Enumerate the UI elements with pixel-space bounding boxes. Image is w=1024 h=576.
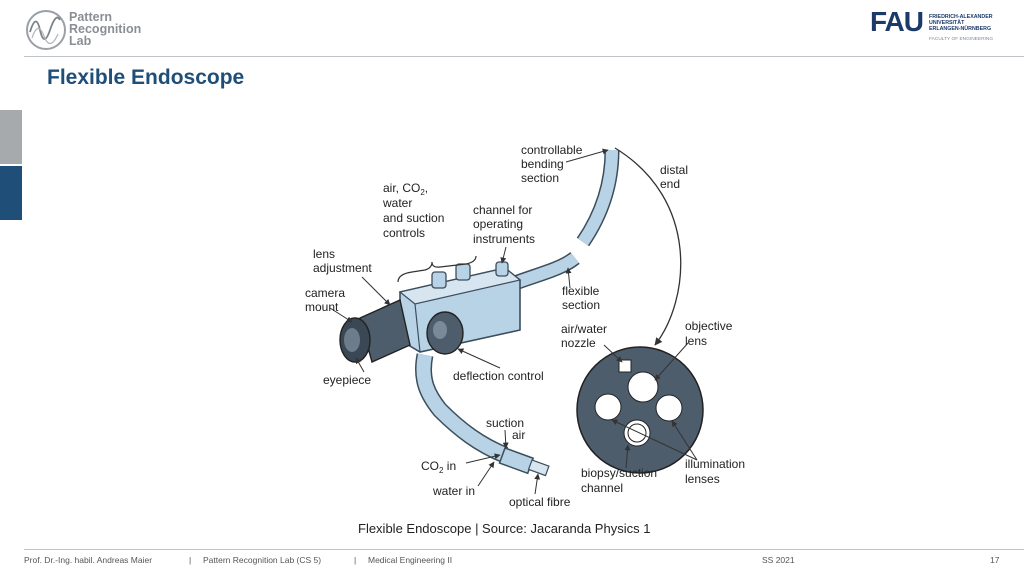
fau-mark: FAU xyxy=(870,6,924,37)
label-optical-fibre: optical fibre xyxy=(509,495,571,509)
label-section: section xyxy=(521,171,559,185)
footer-lab: Pattern Recognition Lab (CS 5) xyxy=(203,555,322,565)
air-water-nozzle-square xyxy=(618,359,632,373)
footer-sep-2: | xyxy=(354,555,357,565)
footer-page-number: 17 xyxy=(990,555,1000,565)
label-biopsy-suction: biopsy/suction xyxy=(581,466,657,480)
label-water-in: water in xyxy=(432,484,475,498)
label-operating: operating xyxy=(473,217,523,231)
prl-line-3: Lab xyxy=(69,34,92,48)
objective-lens-circle xyxy=(627,371,659,403)
label-air-co2: air, CO2, xyxy=(383,181,428,197)
distal-end-arc xyxy=(614,147,682,346)
side-progress-marker-grey xyxy=(0,110,22,164)
label-flexible: flexible xyxy=(562,284,600,298)
label-lenses: lenses xyxy=(685,472,720,486)
eyepiece-camera-mount xyxy=(339,299,411,363)
side-progress-marker-blue xyxy=(0,166,22,220)
prl-line-1: Pattern xyxy=(69,10,113,24)
prl-line-2: Recognition xyxy=(69,22,142,36)
label-mount: mount xyxy=(305,300,339,314)
label-eyepiece: eyepiece xyxy=(323,373,371,387)
label-nozzle: nozzle xyxy=(561,336,596,350)
umbilical-tube xyxy=(415,353,509,463)
label-channel-for: channel for xyxy=(473,203,532,217)
label-bending: bending xyxy=(521,157,564,171)
footer-author: Prof. Dr.-Ing. habil. Andreas Maier xyxy=(24,555,153,565)
prl-logo-text: Pattern Recognition Lab xyxy=(69,10,142,48)
label-adjustment: adjustment xyxy=(313,261,372,275)
label-flexible-section: section xyxy=(562,298,600,312)
label-and-suction: and suction xyxy=(383,211,444,225)
figure-caption: Flexible Endoscope | Source: Jacaranda P… xyxy=(358,521,651,536)
deflection-control-knob xyxy=(426,311,464,355)
optical-fibre-connector xyxy=(498,447,550,477)
label-suction: suction xyxy=(486,416,524,430)
fau-faculty: FACULTY OF ENGINEERING xyxy=(929,37,994,42)
fau-name: FRIEDRICH-ALEXANDER UNIVERSITÄT ERLANGEN… xyxy=(929,14,993,32)
label-lens: lens xyxy=(313,247,335,261)
slide-header: Pattern Recognition Lab FAU FRIEDRICH-AL… xyxy=(0,0,1024,58)
header-divider xyxy=(24,56,1024,57)
label-water: water xyxy=(382,196,412,210)
pattern-recognition-lab-logo xyxy=(24,8,154,52)
label-channel: channel xyxy=(581,481,623,495)
slide-title: Flexible Endoscope xyxy=(47,66,245,89)
fau-logo: FAU FRIEDRICH-ALEXANDER UNIVERSITÄT ERLA… xyxy=(870,8,1005,48)
label-objective: objective xyxy=(685,319,733,333)
label-controllable: controllable xyxy=(521,143,583,157)
footer-sep-1: | xyxy=(189,555,192,565)
diagram-labels: controllable bending section distal end … xyxy=(305,143,745,509)
label-camera: camera xyxy=(305,286,345,300)
footer-divider xyxy=(24,549,1024,550)
label-objective-lens: lens xyxy=(685,334,707,348)
label-air: air xyxy=(512,428,525,442)
distal-end-disc xyxy=(576,346,704,474)
label-distal: distal xyxy=(660,163,688,177)
footer-course: Medical Engineering II xyxy=(368,555,453,565)
illumination-lens-left xyxy=(594,393,622,421)
label-deflection-control: deflection control xyxy=(453,369,544,383)
label-co2-in: CO2 in xyxy=(421,459,456,475)
fau-line-2: UNIVERSITÄT xyxy=(929,20,965,26)
label-air-water: air/water xyxy=(561,322,607,336)
fau-line-1: FRIEDRICH-ALEXANDER xyxy=(929,14,993,20)
label-controls: controls xyxy=(383,226,425,240)
illumination-lens-right xyxy=(655,394,683,422)
controls-brace xyxy=(397,255,477,283)
footer-semester: SS 2021 xyxy=(762,555,795,565)
fau-line-3: ERLANGEN-NÜRNBERG xyxy=(929,26,992,32)
prl-logo-icon xyxy=(26,10,66,50)
leader-lines xyxy=(329,148,698,495)
bending-section-tube xyxy=(576,149,620,247)
label-instruments: instruments xyxy=(473,232,535,246)
label-end: end xyxy=(660,177,680,191)
label-illumination: illumination xyxy=(685,457,745,471)
